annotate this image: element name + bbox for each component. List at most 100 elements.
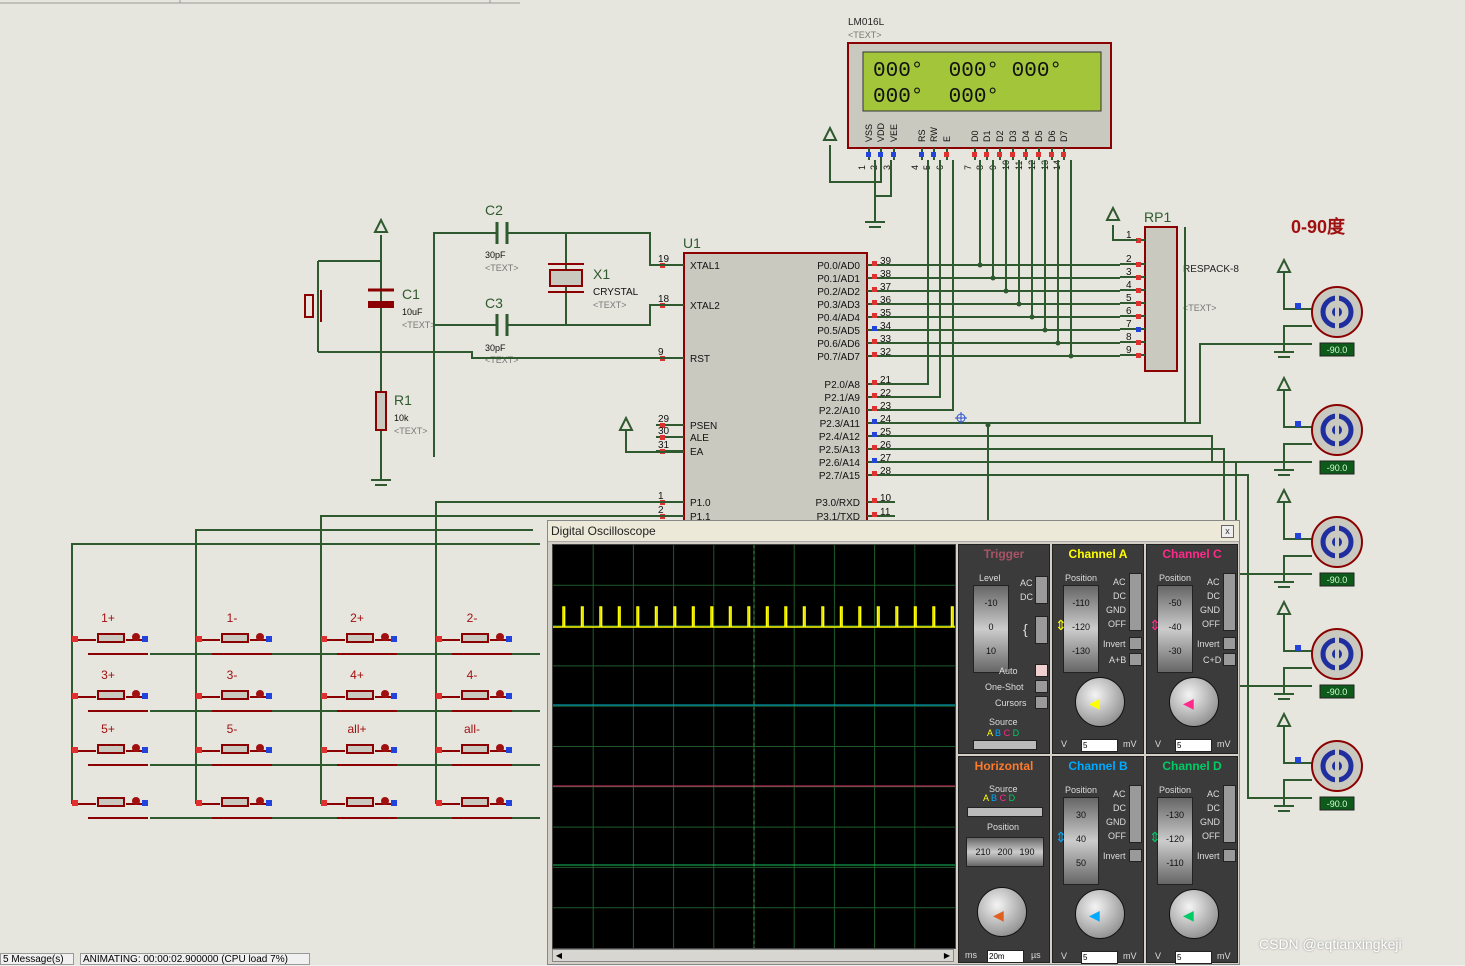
- keypad-matrix[interactable]: 1+ 1- 2+ 2- 3+ 3- 4+ 4- 5+ 5- all+ all-: [71, 501, 540, 819]
- timebase-knob[interactable]: [977, 887, 1027, 937]
- mcu-right-pin-number: 32: [880, 347, 892, 358]
- lcd-module[interactable]: LM016L <TEXT> 000° 000° 000° 000° 000° V…: [847, 17, 1112, 170]
- trigger-level-slider[interactable]: -10 0 10: [973, 585, 1009, 673]
- keypad-button[interactable]: 4+: [321, 668, 397, 712]
- keypad-button-label: 5-: [227, 722, 238, 736]
- invert-button[interactable]: [1223, 849, 1236, 862]
- coupling-switch[interactable]: [1129, 785, 1142, 843]
- keypad-button[interactable]: 3+: [72, 668, 148, 712]
- servo-group[interactable]: -90.0-90.0-90.0-90.0-90.0: [895, 257, 1363, 812]
- horizontal-source-letters: A B C D: [983, 793, 1016, 803]
- oscilloscope-titlebar[interactable]: Digital Oscilloscope x: [548, 521, 1239, 542]
- horizontal-position-slider[interactable]: 210 200 190: [966, 837, 1044, 867]
- one-shot-button[interactable]: [1035, 680, 1048, 693]
- angle-range-label: 0-90度: [1291, 216, 1346, 237]
- volts-input[interactable]: 5: [1081, 951, 1118, 964]
- invert-button[interactable]: [1129, 849, 1142, 862]
- mcu-right-pin-number: 37: [880, 282, 892, 293]
- x1-ref: X1: [593, 266, 610, 282]
- mcu-right-pin-name: P3.0/RXD: [816, 498, 860, 509]
- timebase-input[interactable]: 20m: [987, 950, 1024, 963]
- edge-bracket-icon: {: [1023, 621, 1028, 637]
- lcd-pin-label: RS: [917, 129, 927, 142]
- volts-div-knob[interactable]: [1075, 677, 1125, 727]
- volts-input[interactable]: 5: [1175, 739, 1212, 752]
- coupling-switch[interactable]: [1129, 573, 1142, 631]
- mcu-right-pin-name: P0.2/AD2: [817, 287, 860, 298]
- mcu-u1[interactable]: U1 19XTAL118XTAL29RST29PSEN30ALE31EA1P1.…: [656, 235, 895, 526]
- invert-button[interactable]: [1129, 637, 1142, 650]
- keypad-button[interactable]: [321, 797, 397, 819]
- servo-motor[interactable]: -90.0: [895, 257, 1363, 424]
- channel-position-slider[interactable]: -110-120-130: [1063, 585, 1099, 673]
- mcu-right-pin-number: 22: [880, 388, 892, 399]
- keypad-button[interactable]: 4-: [436, 668, 512, 712]
- scroll-left-icon[interactable]: ◀: [555, 951, 563, 960]
- servo-motor[interactable]: -90.0: [895, 461, 1363, 700]
- keypad-button[interactable]: 2-: [436, 611, 512, 655]
- channel-title: Channel D: [1162, 759, 1222, 773]
- invert-button[interactable]: [1223, 637, 1236, 650]
- status-animating: ANIMATING: 00:00:02.900000 (CPU load 7%): [80, 953, 310, 965]
- lcd-pin-label: D2: [995, 130, 1005, 142]
- keypad-button[interactable]: 3-: [196, 668, 272, 712]
- combine-button[interactable]: [1223, 653, 1236, 666]
- channel-position-slider[interactable]: -130-120-110: [1157, 797, 1193, 885]
- trigger-coupling-switch[interactable]: [1035, 576, 1048, 604]
- close-icon[interactable]: x: [1221, 525, 1234, 538]
- keypad-button[interactable]: 2+: [321, 611, 397, 655]
- lcd-pin-label: E: [942, 136, 952, 142]
- trigger-title: Trigger: [983, 547, 1025, 561]
- auto-button[interactable]: [1035, 664, 1048, 677]
- mcu-right-pin-name: P2.4/A12: [819, 432, 861, 443]
- c1-ref: C1: [402, 286, 420, 302]
- oscilloscope-window[interactable]: Digital Oscilloscope x ◀ ▶ Trigger Level…: [547, 520, 1240, 965]
- volts-input[interactable]: 5: [1175, 951, 1212, 964]
- scope-screen[interactable]: [552, 544, 956, 949]
- keypad-button[interactable]: [436, 797, 512, 819]
- servo-motor[interactable]: -90.0: [895, 474, 1363, 812]
- keypad-button[interactable]: [72, 797, 148, 819]
- combine-button[interactable]: [1129, 653, 1142, 666]
- keypad-button[interactable]: all+: [321, 722, 397, 766]
- keypad-button[interactable]: all-: [436, 722, 512, 766]
- mcu-left-pin-name: EA: [690, 447, 704, 458]
- keypad-button[interactable]: 1+: [72, 611, 148, 655]
- keypad-button[interactable]: [196, 797, 272, 819]
- trigger-source-slider[interactable]: [973, 740, 1037, 750]
- channel-title: Channel C: [1162, 547, 1222, 561]
- coupling-switch[interactable]: [1223, 573, 1236, 631]
- volts-div-knob[interactable]: [1075, 889, 1125, 939]
- trigger-edge-switch[interactable]: [1035, 616, 1048, 644]
- volts-input[interactable]: 5: [1081, 739, 1118, 752]
- c2-ref: C2: [485, 202, 503, 218]
- rp1-pin-number: 4: [1126, 280, 1132, 291]
- clock-circuit[interactable]: C2 30pF <TEXT> C3 30pF <TEXT> X1 CRYSTAL…: [304, 202, 684, 486]
- servo-motor[interactable]: -90.0: [895, 448, 1363, 588]
- cursors-button[interactable]: [1035, 696, 1048, 709]
- volts-div-knob[interactable]: [1169, 677, 1219, 727]
- mcu-right-pin-name: P0.6/AD6: [817, 339, 860, 350]
- servo-angle-readout: -90.0: [1327, 345, 1348, 355]
- lcd-pin-label: RW: [929, 127, 939, 142]
- scope-horizontal-scrollbar[interactable]: ◀ ▶: [552, 949, 954, 962]
- status-messages[interactable]: 5 Message(s): [0, 953, 74, 965]
- mcu-right-pin-number: 28: [880, 466, 892, 477]
- lcd-pin-label: VEE: [889, 124, 899, 142]
- keypad-button[interactable]: 1-: [196, 611, 272, 655]
- channel-position-slider[interactable]: -50-40-30: [1157, 585, 1193, 673]
- keypad-button[interactable]: 5-: [196, 722, 272, 766]
- scroll-right-icon[interactable]: ▶: [943, 951, 951, 960]
- mcu-right-pin-number: 10: [880, 493, 892, 504]
- keypad-button[interactable]: 5+: [72, 722, 148, 766]
- mcu-right-pin-name: P2.7/A15: [819, 471, 861, 482]
- coupling-switch[interactable]: [1223, 785, 1236, 843]
- lcd-text-tag: <TEXT>: [848, 30, 882, 40]
- mcu-right-pin-name: P0.5/AD5: [817, 326, 860, 337]
- horizontal-source-slider[interactable]: [967, 807, 1043, 817]
- volts-div-knob[interactable]: [1169, 889, 1219, 939]
